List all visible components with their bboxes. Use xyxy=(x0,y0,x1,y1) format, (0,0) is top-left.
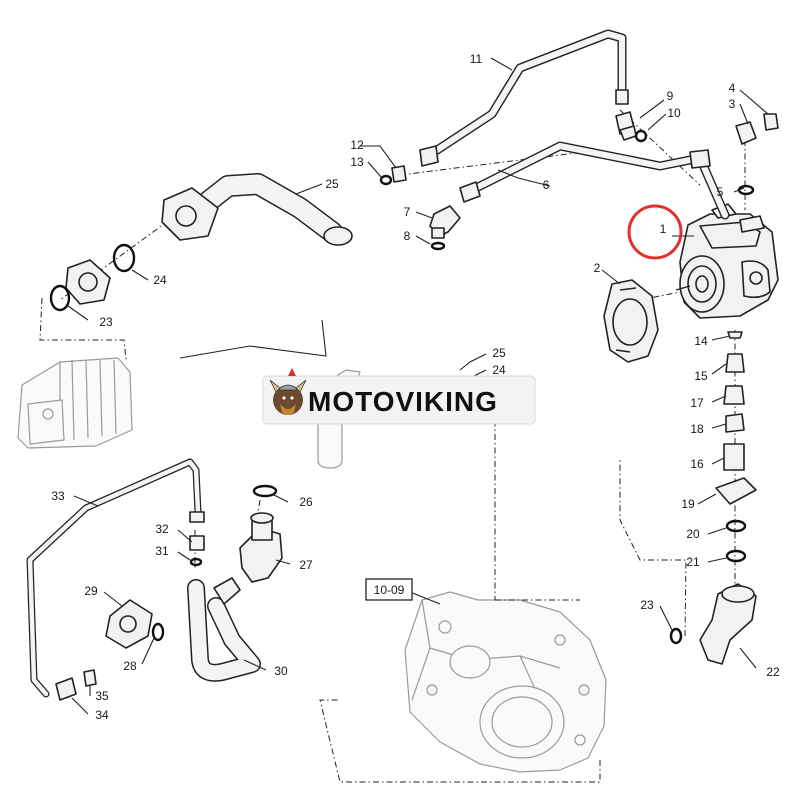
seal-21[interactable] xyxy=(725,549,747,563)
callout-6: 6 xyxy=(543,178,550,192)
callout-32: 32 xyxy=(155,522,169,536)
ghost-transmission-housing xyxy=(404,591,607,773)
o-ring-28[interactable] xyxy=(151,622,165,642)
o-ring-10[interactable] xyxy=(634,129,648,143)
highlight-circle-part-1 xyxy=(627,204,683,260)
callout-18: 18 xyxy=(690,422,704,436)
callout-20: 20 xyxy=(686,527,700,541)
callout-14: 14 xyxy=(694,334,708,348)
watermark-banner: MOTOVIKING xyxy=(262,368,536,425)
callout-29: 29 xyxy=(84,584,98,598)
fitting-3-4[interactable] xyxy=(735,113,779,145)
hydraulic-pump-part-1[interactable] xyxy=(675,203,779,319)
tube-part-11[interactable] xyxy=(419,29,629,167)
callout-24-upper: 24 xyxy=(153,273,167,287)
flange-part-29[interactable] xyxy=(105,599,165,649)
fitting-9[interactable] xyxy=(615,111,648,143)
callout-15: 15 xyxy=(694,369,708,383)
callout-27: 27 xyxy=(299,558,313,572)
pipe-part-30[interactable] xyxy=(187,577,261,682)
o-ring-8[interactable] xyxy=(430,241,446,251)
viking-mascot-icon xyxy=(269,368,307,415)
o-ring-23[interactable] xyxy=(49,284,71,312)
callout-9: 9 xyxy=(667,89,674,103)
flange-gasket-part-2[interactable] xyxy=(603,279,659,363)
callout-25-lower: 25 xyxy=(492,346,506,360)
callout-12: 12 xyxy=(350,138,364,152)
part-17[interactable] xyxy=(723,385,745,405)
callout-19: 19 xyxy=(681,497,695,511)
o-ring-31[interactable] xyxy=(189,557,203,567)
elbow-part-27[interactable] xyxy=(239,484,283,583)
o-ring-26[interactable] xyxy=(252,484,278,498)
callout-21: 21 xyxy=(686,555,700,569)
callout-4: 4 xyxy=(729,81,736,95)
callout-11: 11 xyxy=(470,52,483,66)
o-ring-23-right[interactable] xyxy=(669,627,683,645)
callout-30: 30 xyxy=(274,664,288,678)
tube-part-33[interactable] xyxy=(26,458,205,701)
callout-1: 1 xyxy=(660,222,667,236)
callout-5: 5 xyxy=(717,185,724,199)
callout-35: 35 xyxy=(95,689,109,703)
callout-23-left: 23 xyxy=(99,315,113,329)
callout-33: 33 xyxy=(51,489,65,503)
callout-3: 3 xyxy=(729,97,736,111)
seal-5[interactable] xyxy=(737,184,755,196)
adapter-12-13[interactable] xyxy=(379,165,407,186)
callout-24-lower: 24 xyxy=(492,363,506,377)
tube-part-25-upper[interactable] xyxy=(161,173,353,246)
callout-10: 10 xyxy=(667,106,681,120)
part-stack-14-22[interactable] xyxy=(669,331,757,665)
flange-assembly-23-24[interactable] xyxy=(49,243,136,312)
callout-7: 7 xyxy=(404,205,411,219)
callout-17: 17 xyxy=(690,396,704,410)
part-16[interactable] xyxy=(723,443,745,471)
part-15[interactable] xyxy=(725,353,745,373)
callout-31: 31 xyxy=(155,544,169,558)
part-19[interactable] xyxy=(715,477,757,505)
callout-16: 16 xyxy=(690,457,704,471)
reference-box-label: 10-09 xyxy=(374,583,405,597)
callout-13: 13 xyxy=(350,155,364,169)
callout-26: 26 xyxy=(299,495,313,509)
callout-25-upper: 25 xyxy=(325,177,339,191)
tube-part-6[interactable] xyxy=(459,141,730,220)
o-ring-13[interactable] xyxy=(379,174,393,186)
callout-34: 34 xyxy=(95,708,109,722)
elbow-fitting-7[interactable] xyxy=(429,205,461,251)
leader-lines xyxy=(67,57,769,715)
callout-2: 2 xyxy=(594,261,601,275)
callout-28: 28 xyxy=(123,659,137,673)
part-18[interactable] xyxy=(725,413,745,433)
o-ring-24[interactable] xyxy=(112,243,136,273)
ghost-radiator-assembly xyxy=(17,357,133,449)
part-14[interactable] xyxy=(727,331,743,339)
callout-22: 22 xyxy=(766,665,780,679)
callout-8: 8 xyxy=(404,229,411,243)
reference-box[interactable]: 10-09 xyxy=(365,578,413,601)
callout-labels: 1 2 3 4 5 6 7 8 9 10 11 12 13 14 15 16 1… xyxy=(51,52,780,722)
fitting-35[interactable] xyxy=(83,669,97,687)
seal-20[interactable] xyxy=(725,519,747,533)
fitting-32[interactable] xyxy=(189,535,205,551)
fitting-34[interactable] xyxy=(55,677,77,701)
watermark-text: MOTOVIKING xyxy=(308,386,498,417)
callout-23-right: 23 xyxy=(640,598,654,612)
